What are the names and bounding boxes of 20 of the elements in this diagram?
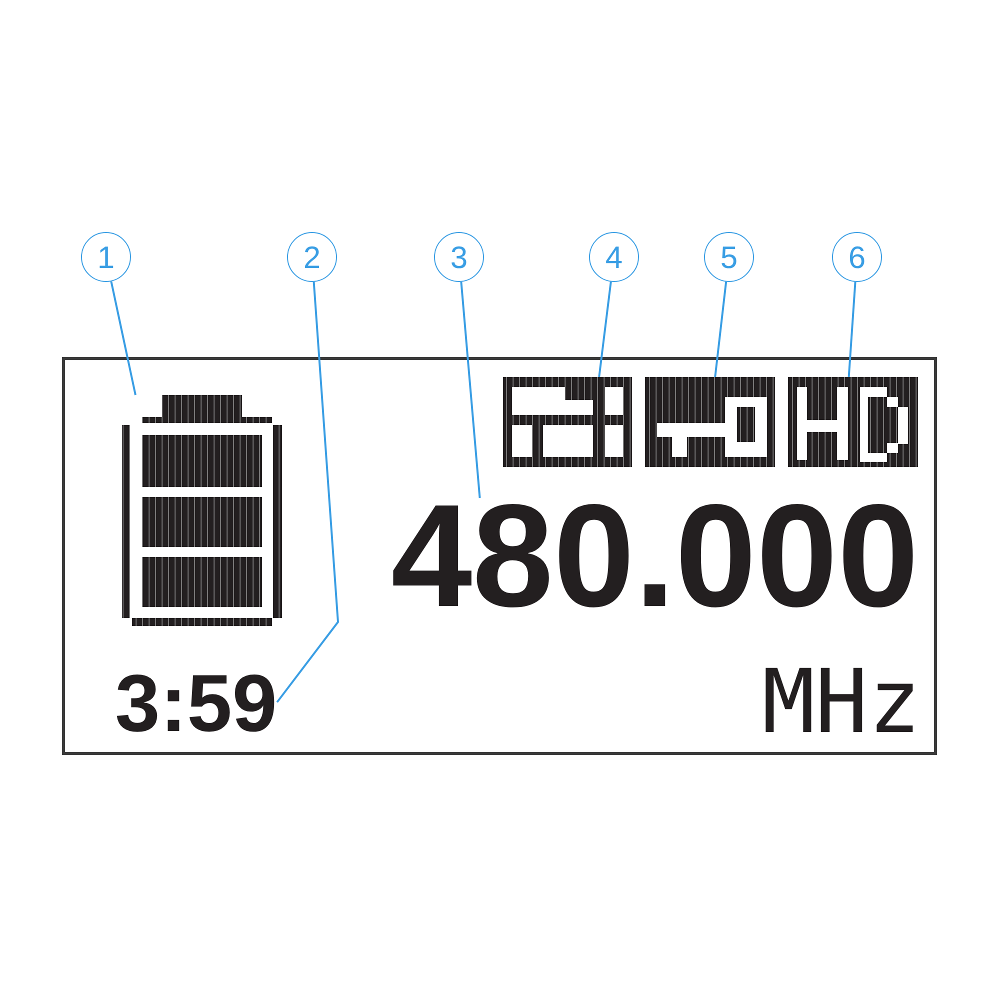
leader-line [110, 281, 136, 396]
callout-number: 6 [832, 232, 882, 282]
callout-number: 4 [589, 232, 639, 282]
frequency-value: 480.000 [391, 498, 919, 615]
callout-number: 1 [81, 232, 131, 282]
leader-line [276, 282, 339, 703]
unit-label: MHz [762, 667, 921, 738]
display-screen [62, 357, 937, 755]
callout-number: 2 [287, 232, 337, 282]
leader-line [598, 282, 612, 378]
leader-line [714, 282, 728, 378]
hd-icon [788, 377, 918, 467]
key-icon [645, 377, 775, 467]
battery-icon [120, 395, 283, 627]
leader-line [460, 282, 481, 498]
leader-line [848, 282, 856, 378]
grid-icon [503, 377, 632, 467]
callout-number: 5 [704, 232, 754, 282]
remaining-time: 3:59 [115, 672, 278, 737]
callout-number: 3 [434, 232, 484, 282]
